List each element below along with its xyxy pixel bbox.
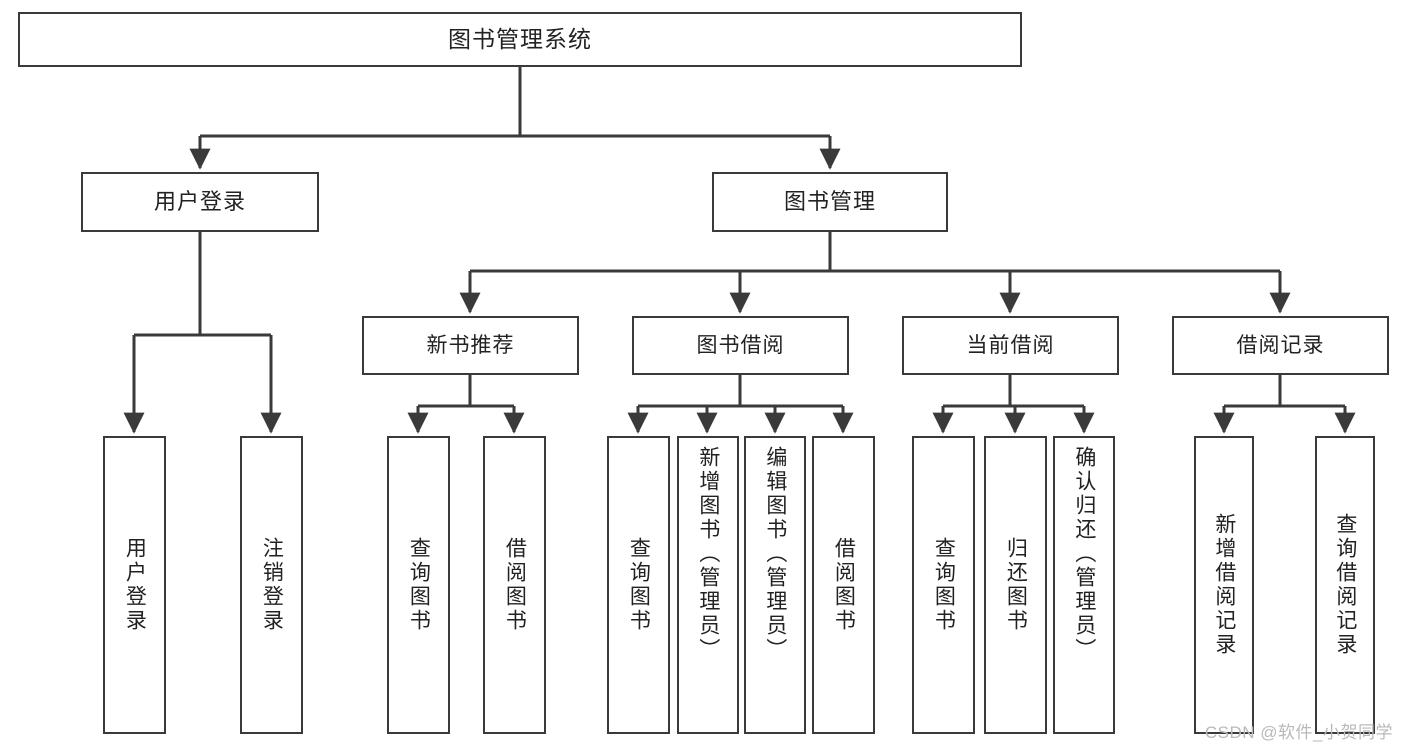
node-borrow-record[interactable]: 借阅记录 — [1172, 316, 1389, 375]
node-book-manage[interactable]: 图书管理 — [712, 172, 948, 232]
leaf-query-book-2[interactable]: 查询图书 — [607, 436, 670, 734]
node-root-label: 图书管理系统 — [448, 25, 592, 52]
node-current-borrow[interactable]: 当前借阅 — [902, 316, 1119, 375]
leaf-edit-book-admin[interactable]: 编辑图书（管理员） — [744, 436, 806, 734]
leaf-return-book[interactable]: 归还图书 — [984, 436, 1047, 734]
leaf-user-logout-label: 注销登录 — [260, 537, 284, 633]
leaf-query-book-2-label: 查询图书 — [627, 537, 651, 633]
csdn-watermark: CSDN @软件_小贺同学 — [1204, 723, 1393, 742]
leaf-add-borrow-record[interactable]: 新增借阅记录 — [1194, 436, 1254, 734]
leaf-borrow-book-1[interactable]: 借阅图书 — [483, 436, 546, 734]
leaf-borrow-book-2[interactable]: 借阅图书 — [812, 436, 875, 734]
leaf-query-book-3[interactable]: 查询图书 — [912, 436, 975, 734]
leaf-add-book-admin[interactable]: 新增图书（管理员） — [677, 436, 739, 734]
leaf-add-book-admin-label: 新增图书（管理员） — [696, 446, 720, 662]
leaf-user-login-do[interactable]: 用户登录 — [103, 436, 166, 734]
node-user-login-label: 用户登录 — [153, 188, 246, 214]
node-book-borrow-label: 图书借阅 — [696, 333, 785, 357]
node-user-login[interactable]: 用户登录 — [81, 172, 319, 232]
node-new-book-recommend-label: 新书推荐 — [426, 333, 515, 357]
node-book-borrow[interactable]: 图书借阅 — [632, 316, 849, 375]
leaf-return-book-label: 归还图书 — [1004, 537, 1028, 633]
leaf-user-login-do-label: 用户登录 — [123, 537, 147, 633]
leaf-add-borrow-record-label: 新增借阅记录 — [1212, 513, 1236, 657]
leaf-borrow-book-1-label: 借阅图书 — [503, 537, 527, 633]
leaf-query-book-3-label: 查询图书 — [932, 537, 956, 633]
node-root[interactable]: 图书管理系统 — [18, 12, 1022, 67]
leaf-query-book-1-label: 查询图书 — [407, 537, 431, 633]
leaf-borrow-book-2-label: 借阅图书 — [832, 537, 856, 633]
leaf-user-logout[interactable]: 注销登录 — [240, 436, 303, 734]
leaf-query-borrow-record[interactable]: 查询借阅记录 — [1315, 436, 1375, 734]
leaf-query-book-1[interactable]: 查询图书 — [387, 436, 450, 734]
leaf-confirm-return-admin[interactable]: 确认归还（管理员） — [1053, 436, 1115, 734]
leaf-query-borrow-record-label: 查询借阅记录 — [1333, 513, 1357, 657]
leaf-confirm-return-admin-label: 确认归还（管理员） — [1072, 446, 1096, 662]
node-current-borrow-label: 当前借阅 — [966, 333, 1055, 357]
leaf-edit-book-admin-label: 编辑图书（管理员） — [763, 446, 787, 662]
node-borrow-record-label: 借阅记录 — [1236, 333, 1325, 357]
node-book-manage-label: 图书管理 — [783, 188, 876, 214]
node-new-book-recommend[interactable]: 新书推荐 — [362, 316, 579, 375]
